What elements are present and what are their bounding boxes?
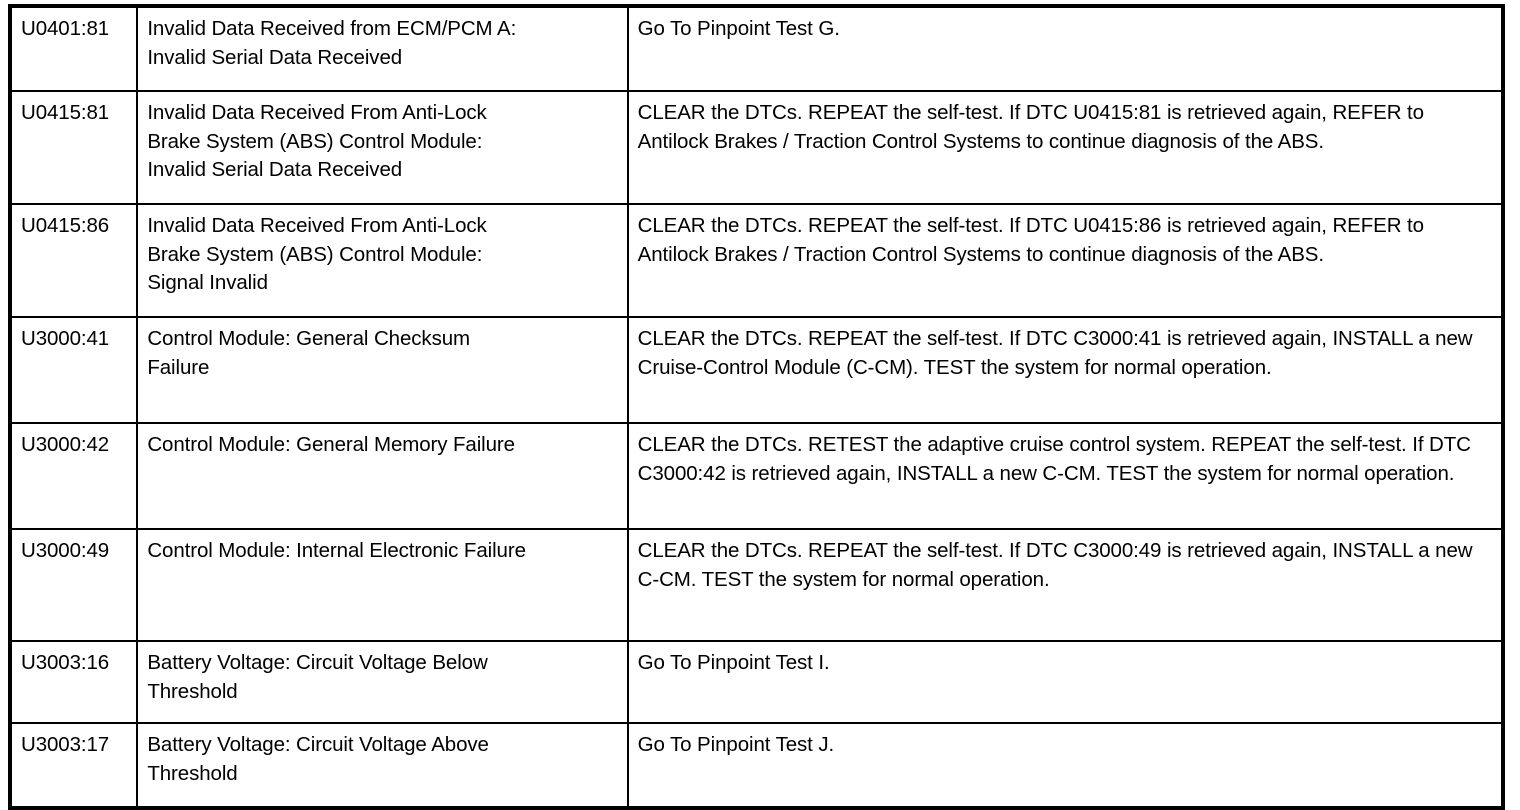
dtc-table-container: U0401:81 Invalid Data Received from ECM/… — [8, 4, 1505, 810]
cell-action: Go To Pinpoint Test G. — [626, 5, 1505, 92]
dtc-table-body: U0401:81 Invalid Data Received from ECM/… — [8, 5, 1505, 809]
action-text: CLEAR the DTCs. REPEAT the self-test. If… — [637, 101, 1424, 153]
action-text: Go To Pinpoint Test G. — [637, 17, 840, 40]
action-text: CLEAR the DTCs. REPEAT the self-test. If… — [637, 539, 1473, 591]
table-row: U0401:81 Invalid Data Received from ECM/… — [8, 5, 1505, 92]
description-text: Control Module: General Memory Failure — [147, 433, 515, 456]
cell-action: CLEAR the DTCs. REPEAT the self-test. If… — [626, 528, 1505, 642]
cell-dtc-code: U0415:86 — [8, 203, 139, 318]
cell-action: CLEAR the DTCs. REPEAT the self-test. If… — [626, 90, 1505, 205]
table-row: U3003:17 Battery Voltage: Circuit Voltag… — [8, 722, 1505, 809]
action-text: CLEAR the DTCs. REPEAT the self-test. If… — [637, 327, 1473, 379]
dtc-code-text: U3000:41 — [21, 327, 110, 350]
cell-action: CLEAR the DTCs. REPEAT the self-test. If… — [626, 316, 1505, 424]
dtc-code-text: U3003:17 — [21, 733, 110, 756]
cell-description: Invalid Data Received From Anti-Lock Bra… — [136, 203, 629, 318]
cell-description: Battery Voltage: Circuit Voltage Above T… — [136, 722, 629, 809]
cell-dtc-code: U0401:81 — [8, 5, 139, 92]
description-text: Invalid Data Received From Anti-Lock Bra… — [147, 214, 487, 295]
description-text: Control Module: Internal Electronic Fail… — [147, 539, 526, 562]
cell-description: Invalid Data Received From Anti-Lock Bra… — [136, 90, 629, 205]
table-row: U3000:41 Control Module: General Checksu… — [8, 316, 1505, 424]
table-row: U0415:81 Invalid Data Received From Anti… — [8, 90, 1505, 205]
cell-action: Go To Pinpoint Test I. — [626, 640, 1505, 724]
cell-action: CLEAR the DTCs. REPEAT the self-test. If… — [626, 203, 1505, 318]
table-row: U3000:49 Control Module: Internal Electr… — [8, 528, 1505, 642]
cell-action: CLEAR the DTCs. RETEST the adaptive crui… — [626, 422, 1505, 530]
description-text: Invalid Data Received From Anti-Lock Bra… — [147, 101, 487, 182]
dtc-code-text: U3000:42 — [21, 433, 110, 456]
dtc-code-text: U3000:49 — [21, 539, 110, 562]
cell-description: Control Module: General Checksum Failure — [136, 316, 629, 424]
dtc-code-text: U0415:81 — [21, 101, 110, 124]
cell-description: Battery Voltage: Circuit Voltage Below T… — [136, 640, 629, 724]
action-text: CLEAR the DTCs. REPEAT the self-test. If… — [637, 214, 1424, 266]
description-text: Invalid Data Received from ECM/PCM A: In… — [147, 17, 517, 69]
cell-dtc-code: U3000:42 — [8, 422, 139, 530]
action-text: CLEAR the DTCs. RETEST the adaptive crui… — [637, 433, 1471, 485]
cell-dtc-code: U0415:81 — [8, 90, 139, 205]
dtc-code-text: U0415:86 — [21, 214, 110, 237]
dtc-table: U0401:81 Invalid Data Received from ECM/… — [8, 4, 1505, 810]
cell-description: Invalid Data Received from ECM/PCM A: In… — [136, 5, 629, 92]
table-row: U3003:16 Battery Voltage: Circuit Voltag… — [8, 640, 1505, 724]
dtc-code-text: U3003:16 — [21, 651, 110, 674]
cell-description: Control Module: Internal Electronic Fail… — [136, 528, 629, 642]
cell-dtc-code: U3003:17 — [8, 722, 139, 809]
description-text: Control Module: General Checksum Failure — [147, 327, 470, 379]
table-row: U0415:86 Invalid Data Received From Anti… — [8, 203, 1505, 318]
description-text: Battery Voltage: Circuit Voltage Above T… — [147, 733, 489, 785]
cell-action: Go To Pinpoint Test J. — [626, 722, 1505, 809]
action-text: Go To Pinpoint Test J. — [637, 733, 835, 756]
description-text: Battery Voltage: Circuit Voltage Below T… — [147, 651, 488, 703]
action-text: Go To Pinpoint Test I. — [637, 651, 830, 674]
cell-dtc-code: U3000:41 — [8, 316, 139, 424]
dtc-code-text: U0401:81 — [21, 17, 110, 40]
cell-dtc-code: U3003:16 — [8, 640, 139, 724]
table-row: U3000:42 Control Module: General Memory … — [8, 422, 1505, 530]
cell-description: Control Module: General Memory Failure — [136, 422, 629, 530]
cell-dtc-code: U3000:49 — [8, 528, 139, 642]
